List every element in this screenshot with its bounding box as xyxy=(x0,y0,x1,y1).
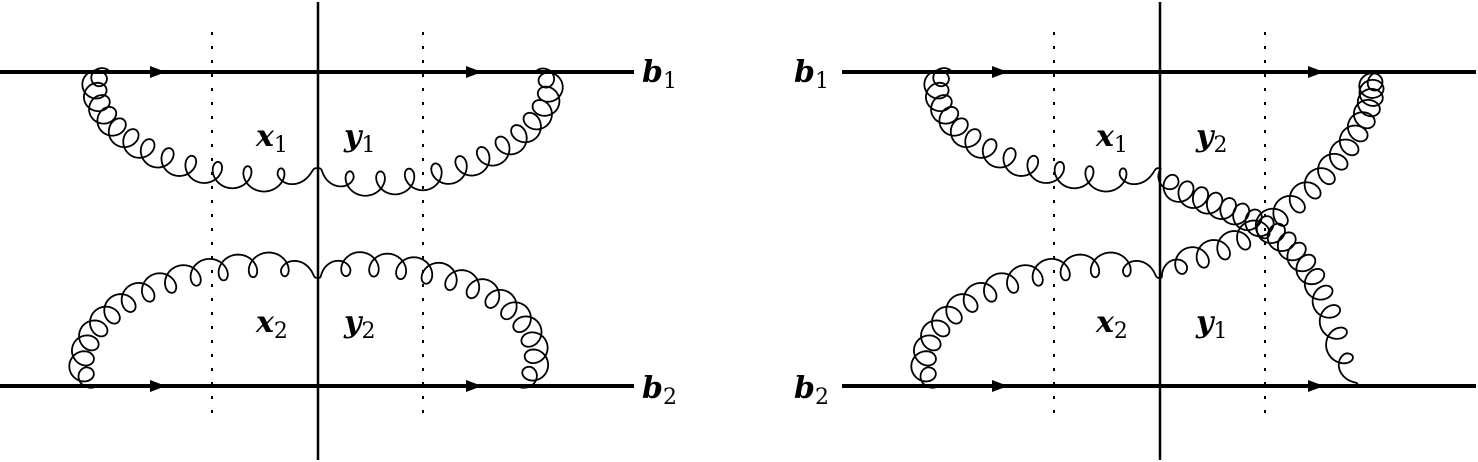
label-b2: b2 xyxy=(642,371,677,410)
gluon-curl xyxy=(81,67,319,193)
arrow-head xyxy=(1308,66,1324,78)
arrow-head xyxy=(992,66,1008,78)
diagram-left: b1 b2 x1 y1 x2 y2 xyxy=(0,2,677,460)
label-y1: y1 xyxy=(343,119,375,158)
label-y1: y1 xyxy=(1195,305,1227,344)
gluon-lower-right xyxy=(317,251,550,389)
label-y2: y2 xyxy=(1195,119,1227,158)
gluon-crossing-up xyxy=(1159,71,1385,279)
arrow-head xyxy=(466,380,482,392)
arrow-head xyxy=(1308,380,1324,392)
label-x1: x1 xyxy=(1095,119,1128,158)
gluon-curl xyxy=(317,251,550,389)
gluon-curl xyxy=(910,251,1161,389)
gluon-lower-left xyxy=(910,251,1161,389)
gluon-curl xyxy=(68,251,319,389)
label-b1: b1 xyxy=(794,55,829,94)
arrow-head xyxy=(992,380,1008,392)
label-x2: x2 xyxy=(255,305,288,344)
gluon-upper-left xyxy=(923,67,1161,193)
gluon-upper-right xyxy=(317,67,564,197)
gluon-curl xyxy=(1157,167,1359,387)
label-b1: b1 xyxy=(642,55,677,94)
arrow-head xyxy=(150,380,166,392)
label-b2: b2 xyxy=(794,371,829,410)
gluon-curl xyxy=(317,67,564,197)
label-y2: y2 xyxy=(343,305,375,344)
label-x1: x1 xyxy=(255,119,288,158)
arrow-head xyxy=(150,66,166,78)
gluon-lower-left xyxy=(68,251,319,389)
gluon-upper-left xyxy=(81,67,319,193)
label-x2: x2 xyxy=(1095,305,1128,344)
gluon-curl xyxy=(923,67,1161,193)
diagram-right: b1 b2 x1 y2 x2 y1 xyxy=(794,2,1476,460)
gluon-crossing-down xyxy=(1157,167,1359,387)
gluon-curl xyxy=(1159,71,1385,279)
arrow-head xyxy=(466,66,482,78)
